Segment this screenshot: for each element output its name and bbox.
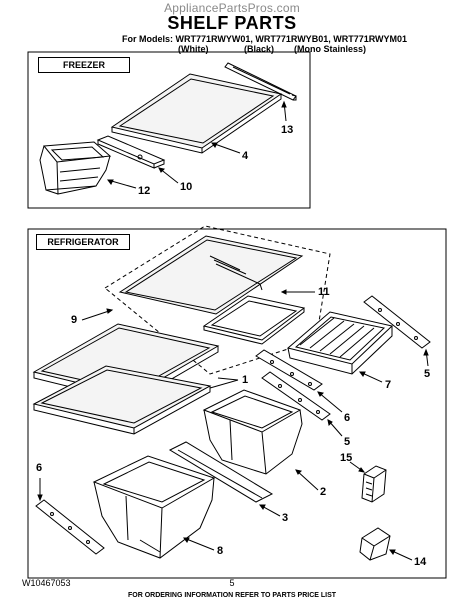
models-line: For Models: WRT771RWYW01, WRT771RWYB01, … [122,34,408,44]
variant-mono-stainless: (Mono Stainless) [294,44,367,54]
callout-11: 11 [318,286,330,298]
callout-2: 2 [320,486,327,498]
ordering-info: FOR ORDERING INFORMATION REFER TO PARTS … [127,592,337,599]
part-10-shelf-trim [96,135,166,169]
part-14-cap [359,527,391,561]
part-12-freezer-basket [39,141,112,195]
callout-3: 3 [282,512,289,524]
part-9-shelf-assembly-outline [104,225,331,375]
callout-1: 1 [242,374,249,386]
part-8-crisper-drawer [92,455,216,559]
callout-8: 8 [217,545,224,557]
part-3-crisper-divider [168,441,274,503]
part-upper-glass-shelf [118,235,304,315]
callout-9: 9 [71,314,78,326]
part-1-glass-shelves [32,323,220,435]
variant-black: (Black) [244,44,275,54]
refrigerator-frame [27,228,447,579]
freezer-label: FREEZER [38,57,130,73]
refrigerator-label: REFRIGERATOR [36,234,130,250]
callout-5-lower: 5 [344,436,351,448]
callout-10: 10 [180,181,193,193]
page-number: 5 [229,578,235,588]
callout-7: 7 [385,379,392,391]
part-5-slide-rail-upper [363,295,431,349]
part-15-clip [361,465,387,503]
watermark: AppliancePartsPros.com [164,1,300,15]
callout-5-upper: 5 [424,368,431,380]
part-2-crisper-drawer [202,389,303,475]
callout-13: 13 [281,124,294,136]
part-7-crisper-tray [286,311,394,375]
part-6-slide-rail-middle [255,349,323,391]
callout-4: 4 [242,150,249,162]
part-5-slide-rail-lower [261,371,331,421]
variant-white: (White) [178,44,209,54]
part-13-shelf-rail [224,62,297,101]
callout-14: 14 [414,556,427,568]
part-6-slide-rail-left [35,499,105,555]
part-11-glass-insert [202,295,306,345]
document-number: W10467053 [22,578,71,588]
part-4-freezer-glass-shelf [110,73,283,154]
freezer-frame [27,51,311,209]
callout-6-left: 6 [36,462,43,474]
callout-12: 12 [138,185,151,197]
page-title: SHELF PARTS [167,13,297,33]
callout-6-middle: 6 [344,412,351,424]
callout-15: 15 [340,452,353,464]
